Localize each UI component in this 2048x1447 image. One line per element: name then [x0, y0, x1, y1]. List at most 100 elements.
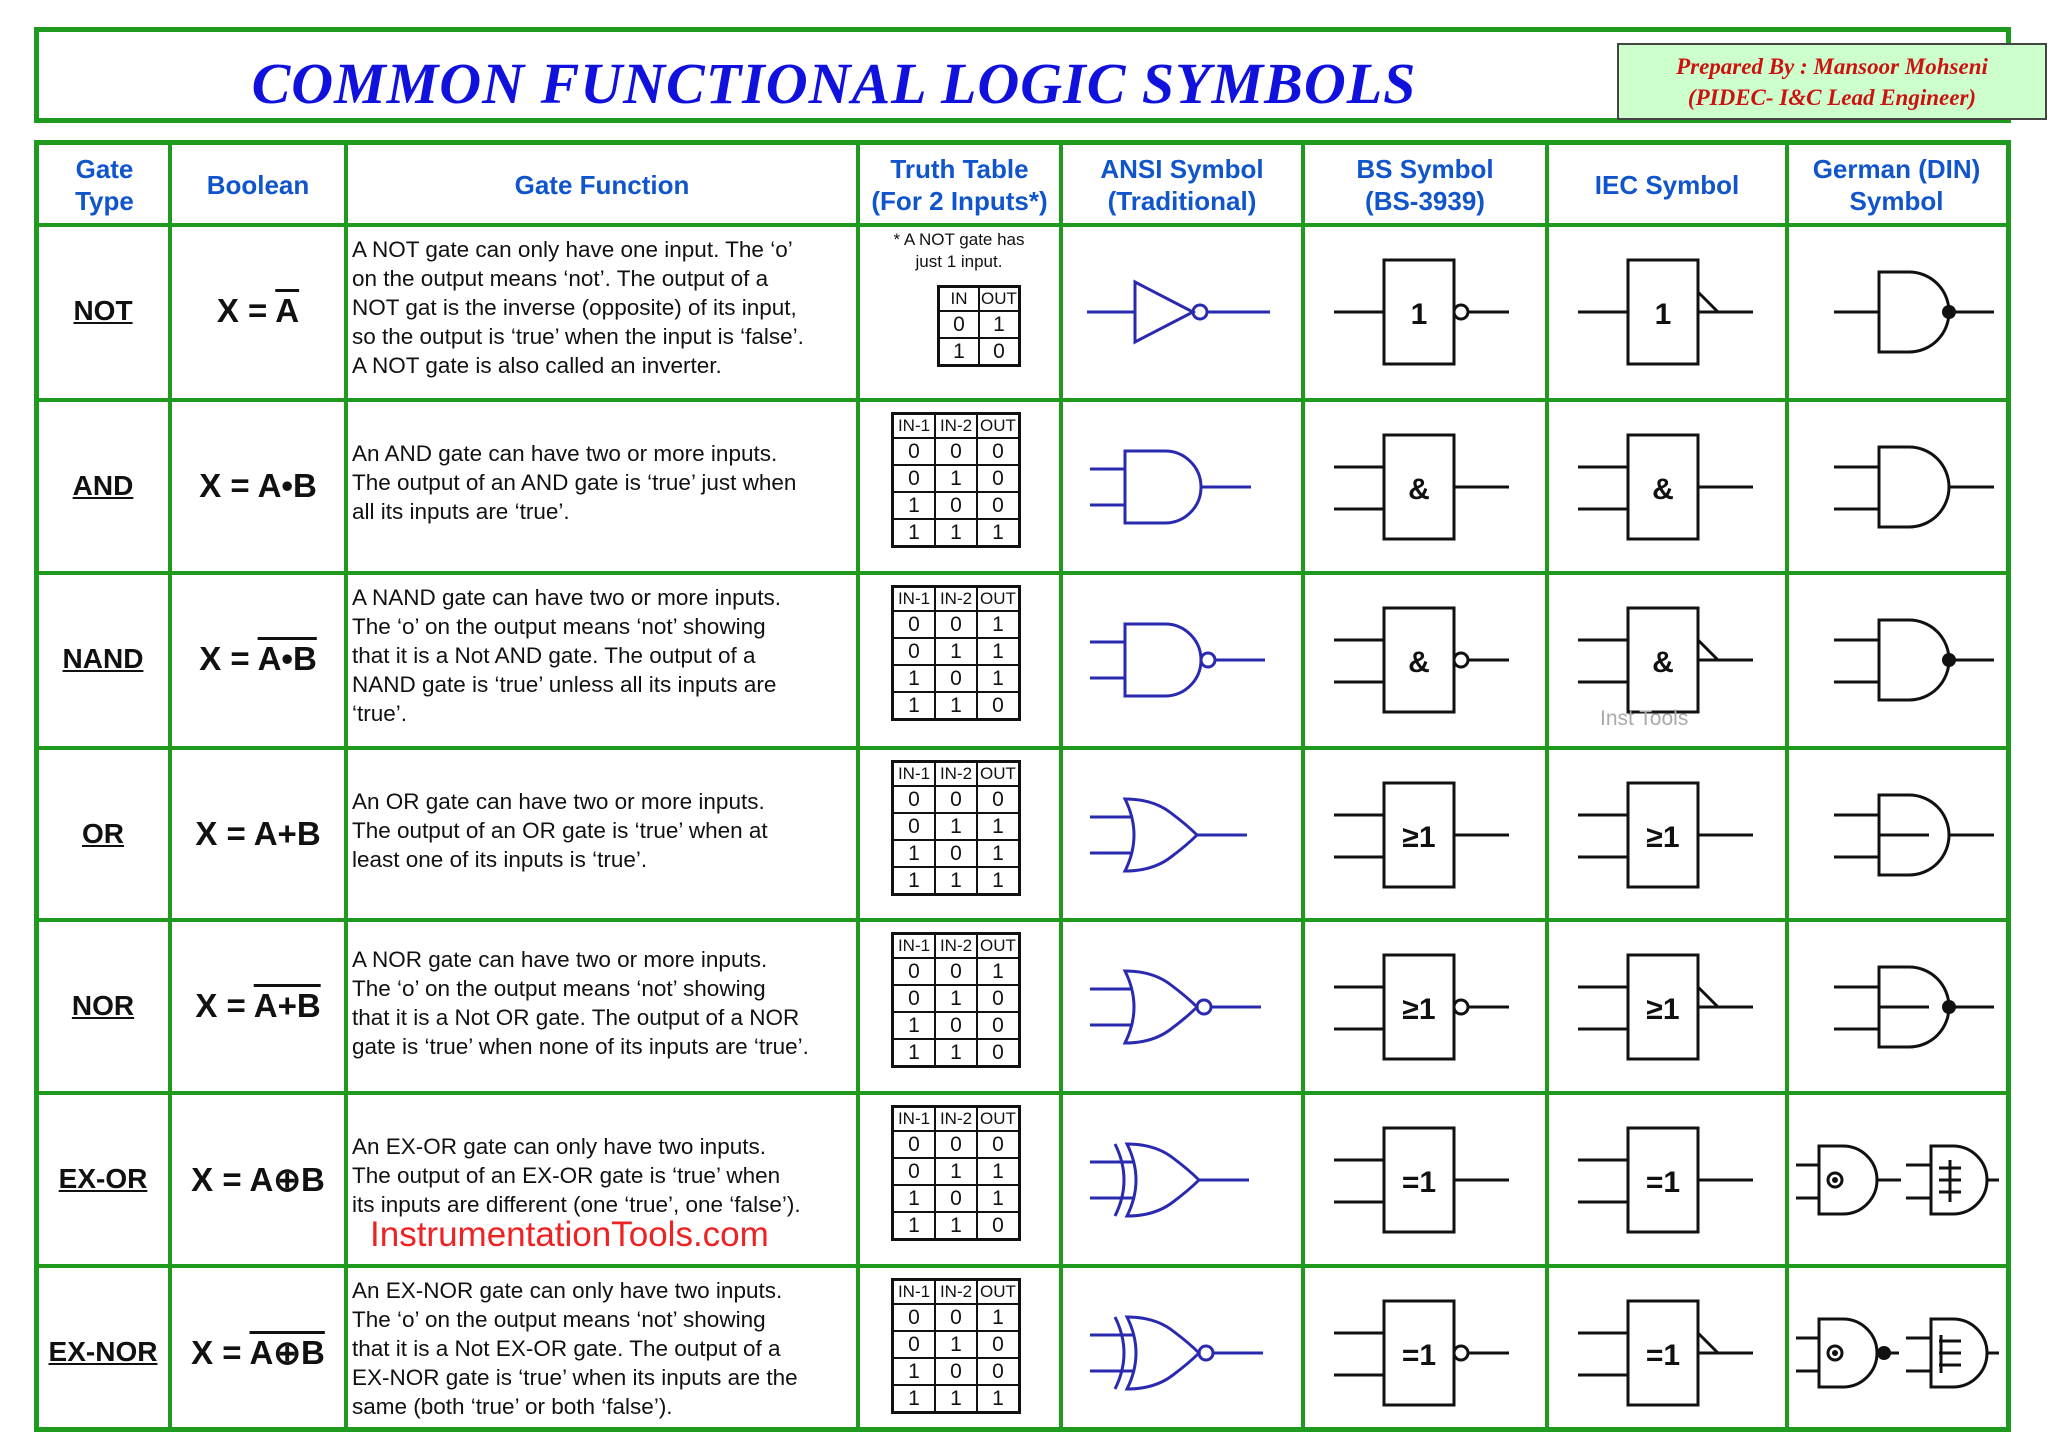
iec-symbol-label: &	[1652, 646, 1674, 679]
truth-table-header: IN-2	[934, 1278, 978, 1305]
truth-table-cell: 1	[934, 464, 978, 493]
truth-table-header: OUT	[976, 932, 1021, 959]
header-ansi-line1: ANSI Symbol	[1100, 154, 1264, 184]
gate-type-or: OR	[82, 817, 124, 849]
header-bs: BS Symbol (BS-3939)	[1303, 145, 1547, 225]
gate-function-description: An EX-NOR gate can only have two inputs.…	[352, 1276, 862, 1421]
truth-table-cell: 1	[976, 664, 1021, 693]
truth-table-cell: 0	[976, 464, 1021, 493]
truth-table-cell: 1	[934, 1038, 978, 1068]
truth-table-header: IN-2	[934, 932, 978, 959]
gate-type-not: NOT	[73, 294, 133, 326]
description-line: An EX-NOR gate can only have two inputs.	[352, 1278, 783, 1303]
header-gate-type: Gate Type	[39, 145, 170, 225]
row-divider	[39, 223, 2006, 227]
prepared-by-line2: (PIDEC- I&C Lead Engineer)	[1687, 85, 1977, 110]
truth-table-cell: 1	[937, 337, 980, 367]
boolean-prefix: X = A•B	[199, 466, 317, 504]
description-line: that it is a Not AND gate. The output of…	[352, 643, 756, 668]
row-divider	[39, 398, 2006, 402]
description-line: NOT gat is the inverse (opposite) of its…	[352, 295, 797, 320]
truth-table-cell: 0	[976, 1130, 1021, 1159]
gate-function-description: An OR gate can have two or more inputs.T…	[352, 787, 862, 874]
truth-table-cell: 1	[891, 691, 936, 721]
din-symbol	[1834, 793, 1994, 876]
truth-table-cell: 1	[891, 1038, 936, 1068]
header-bs-line1: BS Symbol	[1356, 154, 1494, 184]
din-symbol	[1834, 270, 1994, 353]
bs-symbol: 1	[1334, 258, 1509, 365]
truth-table-cell: 0	[976, 984, 1021, 1013]
truth-table-cell: 0	[976, 1038, 1021, 1068]
bs-symbol: &	[1334, 606, 1509, 713]
truth-table-header: IN-1	[891, 585, 936, 612]
boolean-expression: X = A•B	[172, 467, 344, 505]
description-line: A NOT gate is also called an inverter.	[352, 353, 722, 378]
truth-table-cell: 1	[934, 1211, 978, 1241]
truth-table-cell: 1	[891, 1011, 936, 1040]
truth-table-cell: 1	[976, 1157, 1021, 1186]
watermark-site: InstrumentationTools.com	[370, 1215, 769, 1254]
header-gate-type-line1: Gate	[75, 154, 134, 184]
ansi-symbol	[1090, 796, 1247, 873]
truth-table-header: IN-1	[891, 1278, 936, 1305]
truth-table-header: IN-1	[891, 1105, 936, 1132]
description-line: same (both ‘true’ or both ‘false’).	[352, 1394, 673, 1419]
truth-table-cell: 1	[976, 812, 1021, 841]
truth-table-cell: 1	[934, 866, 978, 896]
column-divider	[1545, 145, 1549, 1427]
truth-table-cell: 1	[978, 310, 1021, 339]
truth-table-cell: 0	[891, 1330, 936, 1359]
truth-table-cell: 0	[891, 464, 936, 493]
bs-symbol: ≥1	[1334, 953, 1509, 1060]
boolean-prefix: X =	[195, 986, 254, 1024]
truth-table-cell: 1	[976, 1384, 1021, 1414]
truth-table-cell: 1	[976, 610, 1021, 639]
header-din: German (DIN) Symbol	[1787, 145, 2006, 225]
description-line: An EX-OR gate can only have two inputs.	[352, 1134, 766, 1159]
truth-table-cell: 0	[976, 1357, 1021, 1386]
gate-type-and: AND	[72, 469, 134, 501]
din-symbol	[1834, 618, 1994, 701]
truth-table-cell: 1	[891, 839, 936, 868]
bs-symbol-label: 1	[1411, 298, 1428, 331]
description-line: The output of an AND gate is ‘true’ just…	[352, 470, 797, 495]
boolean-expression: X = A⊕B	[172, 1160, 344, 1199]
boolean-expression: X = A•B	[172, 640, 344, 678]
truth-table-cell: 0	[934, 785, 978, 814]
truth-table-cell: 0	[891, 610, 936, 639]
bs-symbol-label: &	[1408, 473, 1430, 506]
gate-function-description: An AND gate can have two or more inputs.…	[352, 439, 862, 526]
row-divider	[39, 571, 2006, 575]
row-divider	[39, 1264, 2006, 1268]
gate-type-nor: NOR	[71, 989, 135, 1021]
iec-symbol: =1	[1578, 1126, 1753, 1233]
truth-table-header: OUT	[976, 1278, 1021, 1305]
header-truth-table-line2: (For 2 Inputs*)	[871, 186, 1048, 216]
not-note-line2: just 1 input.	[915, 252, 1003, 271]
description-line: least one of its inputs is ‘true’.	[352, 847, 648, 872]
description-line: An AND gate can have two or more inputs.	[352, 441, 778, 466]
gate-type-ex-or: EX-OR	[58, 1162, 148, 1194]
boolean-overlined-term: A⊕B	[249, 1333, 325, 1371]
truth-table-cell: 0	[976, 1011, 1021, 1040]
truth-table-cell: 0	[934, 839, 978, 868]
description-line: NAND gate is ‘true’ unless all its input…	[352, 672, 777, 697]
bs-symbol: =1	[1334, 1299, 1509, 1406]
bs-symbol-label: =1	[1402, 1166, 1436, 1199]
ansi-symbol	[1087, 279, 1270, 344]
truth-table-cell: 0	[891, 437, 936, 466]
truth-table-cell: 0	[934, 664, 978, 693]
boolean-prefix: X =	[199, 639, 258, 677]
description-line: A NOR gate can have two or more inputs.	[352, 946, 768, 972]
boolean-prefix: X =	[191, 1333, 250, 1371]
truth-table-cell: 1	[934, 691, 978, 721]
row-divider	[39, 1091, 2006, 1095]
truth-table-cell: 1	[891, 1211, 936, 1241]
iec-symbol: &	[1578, 433, 1753, 540]
truth-table-cell: 0	[976, 1330, 1021, 1359]
bs-symbol-label: ≥1	[1402, 821, 1435, 854]
